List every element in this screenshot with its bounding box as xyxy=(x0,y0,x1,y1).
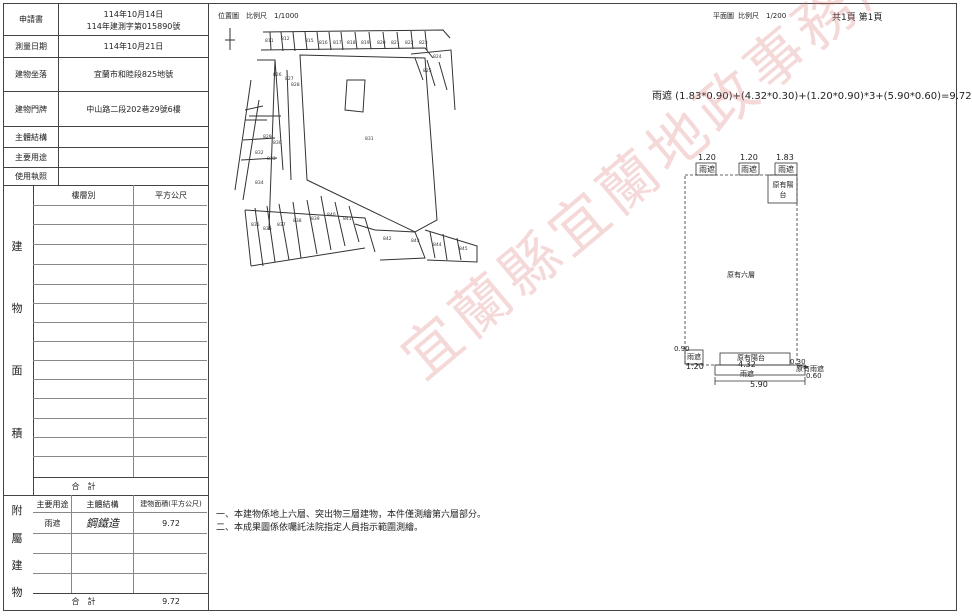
applicant-date: 114年10月14日 xyxy=(103,10,164,19)
svg-text:823: 823 xyxy=(419,40,428,46)
side-char-1: 建 xyxy=(11,240,23,253)
annex-structure-header: 主體結構 xyxy=(86,499,119,509)
dim-5-90: 5.90 xyxy=(750,380,768,389)
svg-text:815: 815 xyxy=(305,38,314,44)
svg-text:820: 820 xyxy=(377,40,386,46)
structure-label: 主體結構 xyxy=(15,132,47,142)
awning-label-a: 雨遮 xyxy=(699,165,715,174)
svg-text:819: 819 xyxy=(361,40,370,46)
annex-total-label: 合 計 xyxy=(71,596,96,606)
svg-text:821: 821 xyxy=(391,40,400,46)
svg-text:822: 822 xyxy=(405,40,414,46)
awning-label-c: 雨遮 xyxy=(778,165,794,174)
doorplate-label: 建物門牌 xyxy=(15,104,47,114)
annex-side-char-3: 建 xyxy=(11,559,23,572)
dim-0-90: 0.90 xyxy=(674,345,690,353)
svg-text:829: 829 xyxy=(263,134,272,140)
survey-date: 114年10月21日 xyxy=(103,42,164,51)
area-formula: 雨遮 (1.83*0.90)+(4.32*0.30)+(1.20*0.90)*3… xyxy=(652,91,972,102)
annex-row-structure: 鋼鐵造 xyxy=(86,517,119,530)
svg-text:837: 837 xyxy=(277,222,286,228)
svg-text:833: 833 xyxy=(267,156,276,162)
page-frame xyxy=(3,3,957,611)
annex-total-area: 9.72 xyxy=(162,596,180,606)
page-info: 共1頁 第1頁 xyxy=(832,13,883,23)
dim-1-20-a: 1.20 xyxy=(698,153,716,162)
side-char-2: 物 xyxy=(11,302,23,315)
awning-label-b: 雨遮 xyxy=(741,165,757,174)
svg-text:842: 842 xyxy=(383,236,392,242)
svg-text:838: 838 xyxy=(293,218,302,224)
side-char-3: 面 xyxy=(11,364,23,377)
svg-text:826: 826 xyxy=(273,72,282,78)
svg-text:844: 844 xyxy=(433,242,442,248)
svg-text:843: 843 xyxy=(411,238,420,244)
svg-text:839: 839 xyxy=(311,216,320,222)
svg-text:824: 824 xyxy=(433,54,442,60)
svg-text:841: 841 xyxy=(343,216,352,222)
license-label: 使用執照 xyxy=(15,172,47,181)
applicant-number: 114年建測字第015890號 xyxy=(86,22,181,31)
annex-side-char-4: 物 xyxy=(11,586,23,599)
annex-area-header: 建物面積(平方公尺) xyxy=(140,500,202,508)
dim-1-20-b: 1.20 xyxy=(740,153,758,162)
svg-text:840: 840 xyxy=(327,212,336,218)
balcony-top-label: 原有陽台 xyxy=(772,181,794,199)
dim-4-32: 4.32 xyxy=(738,360,756,369)
awning-orig-label: 原有雨遮 xyxy=(796,365,824,373)
location-map-scale: 比例尺 1/1000 xyxy=(246,12,299,20)
applicant-label: 申請書 xyxy=(19,15,43,24)
header-col-divider xyxy=(58,3,59,185)
svg-text:836: 836 xyxy=(263,226,272,232)
floor-column-header: 樓層別 xyxy=(71,190,96,200)
svg-text:831: 831 xyxy=(365,136,374,142)
dim-0-60: 0.60 xyxy=(806,372,822,380)
location-label: 建物坐落 xyxy=(15,70,47,79)
floor-label: 原有六層 xyxy=(727,271,755,279)
note-2: 二、本成果圖係依囑託法院指定人員指示範圍測繪。 xyxy=(216,523,424,533)
location-value: 宜蘭市和睦段825地號 xyxy=(93,70,174,79)
svg-text:827: 827 xyxy=(285,76,294,82)
area-total-label: 合 計 xyxy=(71,481,96,491)
floor-plan xyxy=(684,162,808,385)
svg-text:835: 835 xyxy=(251,222,260,228)
annex-side-char-1: 附 xyxy=(11,504,23,517)
annex-row-use: 雨遮 xyxy=(44,518,61,528)
awning-label-e: 雨遮 xyxy=(740,370,754,378)
svg-text:816: 816 xyxy=(319,40,328,46)
doorplate-value: 中山路二段202巷29號6樓 xyxy=(86,104,181,114)
dim-0-30: 0.30 xyxy=(790,358,806,366)
awning-label-d: 雨遮 xyxy=(687,353,701,361)
dim-1-83: 1.83 xyxy=(776,153,794,162)
svg-text:818: 818 xyxy=(347,40,356,46)
svg-text:812: 812 xyxy=(281,36,290,42)
use-label: 主要用途 xyxy=(15,153,47,162)
survey-date-label: 測量日期 xyxy=(15,42,47,51)
svg-text:834: 834 xyxy=(255,180,264,186)
note-1: 一、本建物係地上六層、突出物三層建物，本件僅測繪第六層部分。 xyxy=(216,510,487,520)
left-panel-divider xyxy=(208,3,209,610)
svg-text:825: 825 xyxy=(423,68,432,74)
svg-text:845: 845 xyxy=(459,246,468,252)
side-char-4: 積 xyxy=(11,427,23,440)
svg-text:817: 817 xyxy=(333,40,342,46)
annex-side-char-2: 屬 xyxy=(11,532,23,545)
svg-text:832: 832 xyxy=(255,150,264,156)
svg-text:830: 830 xyxy=(273,140,282,146)
location-map-title: 位置圖 xyxy=(218,12,239,20)
balcony-bottom-label: 原有陽台 xyxy=(737,354,765,362)
svg-text:828: 828 xyxy=(291,82,300,88)
annex-use-header: 主要用途 xyxy=(36,499,69,509)
plan-scale: 比例尺 1/200 xyxy=(738,12,787,20)
dim-1-20-c: 1.20 xyxy=(686,362,704,371)
annex-row-area: 9.72 xyxy=(162,518,180,528)
plan-title: 平面圖 xyxy=(713,12,734,20)
area-column-header: 平方公尺 xyxy=(155,190,187,200)
svg-text:811: 811 xyxy=(265,38,274,44)
